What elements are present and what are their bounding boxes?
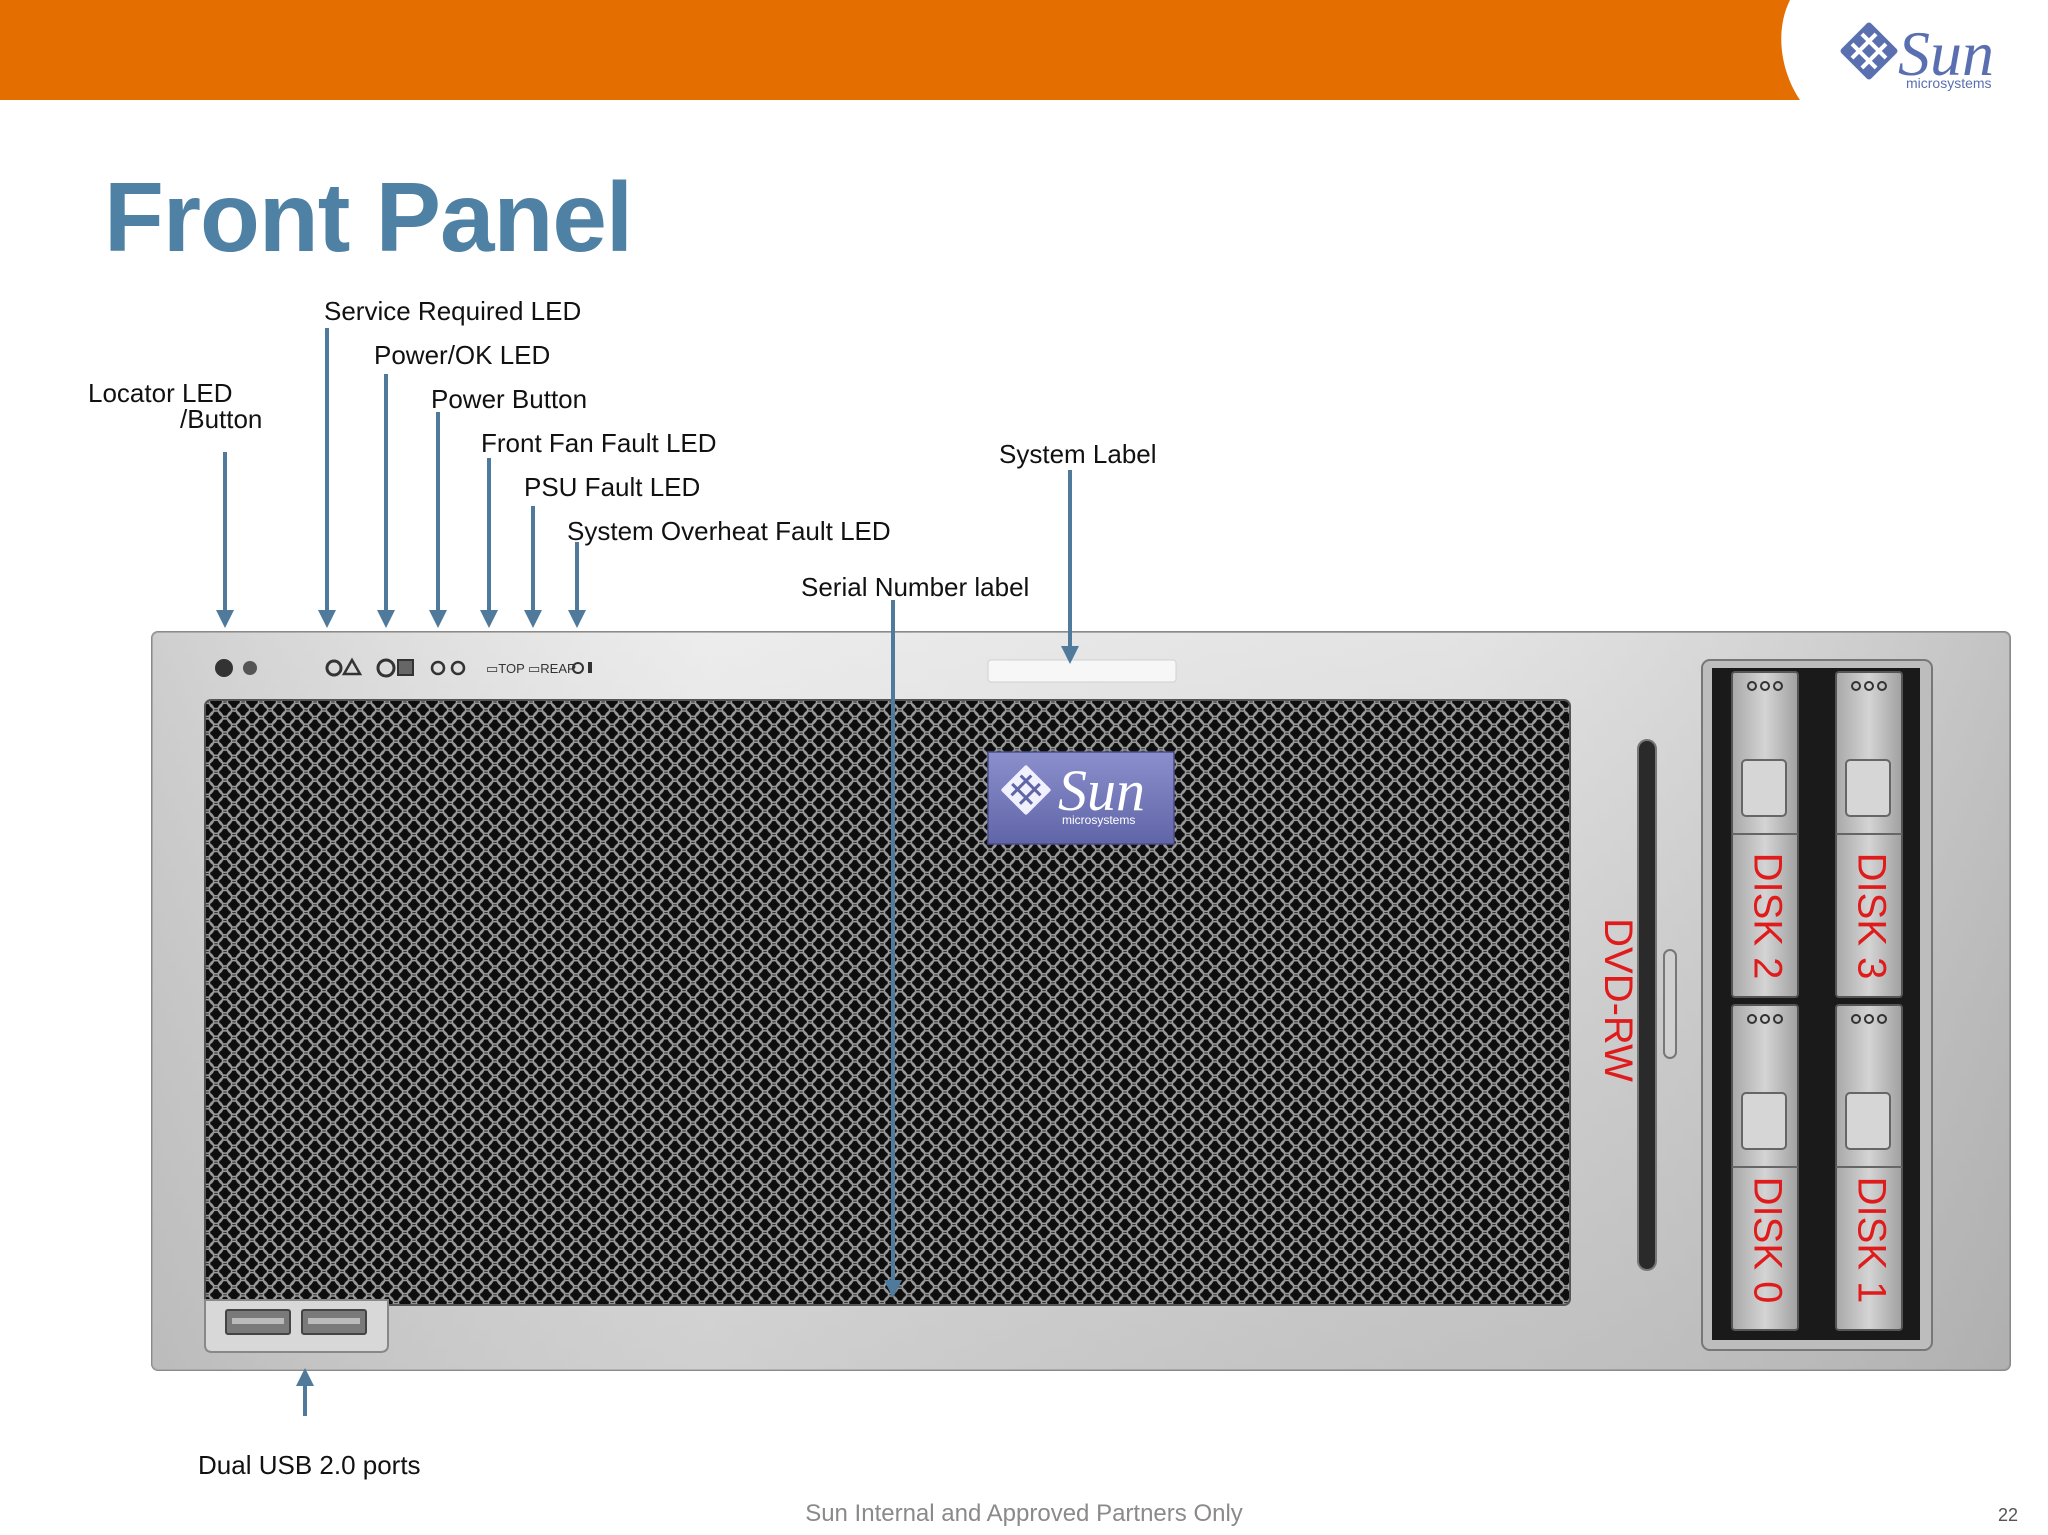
callout-locator-line1: Locator LED — [88, 378, 233, 408]
top-banner — [0, 0, 1800, 100]
disk-1-label: DISK 1 — [1849, 1176, 1894, 1304]
psu-fault-led-icon: ▭REAR — [528, 661, 576, 676]
badge-wordmark: Sun — [1058, 758, 1145, 823]
sun-badge — [987, 751, 1175, 845]
front-grille — [204, 699, 1571, 1306]
callout-system-overheat: System Overheat Fault LED — [567, 516, 891, 546]
callout-service-required: Service Required LED — [324, 296, 582, 326]
sun-logo: Sun microsystems — [1838, 18, 2018, 98]
power-ok-icon — [397, 659, 414, 676]
page-number: 22 — [1997, 1505, 2018, 1525]
disk-3-label: DISK 3 — [1849, 852, 1894, 980]
overheat-led-icon — [572, 662, 584, 674]
badge-subtitle: microsystems — [1062, 813, 1136, 827]
usb-port-recess — [204, 1299, 389, 1353]
callout-power-ok: Power/OK LED — [374, 340, 551, 370]
dvd-rw-label: DVD-RW — [1595, 918, 1640, 1082]
locator-led — [215, 659, 233, 677]
locator-button — [243, 661, 257, 675]
callout-locator-line2: /Button — [180, 404, 263, 434]
callout-power-button: Power Button — [431, 384, 588, 414]
callout-serial-number: Serial Number label — [801, 572, 1030, 602]
sun-logo-wordmark: Sun — [1898, 18, 1994, 89]
fan-fault-led-icon: ▭TOP — [486, 661, 525, 676]
disk-0-label: DISK 0 — [1745, 1176, 1790, 1304]
callout-usb-ports: Dual USB 2.0 ports — [198, 1450, 421, 1480]
slide-title: Front Panel — [104, 162, 633, 272]
callout-psu-fault: PSU Fault LED — [524, 472, 701, 502]
service-required-icon — [341, 657, 363, 676]
front-led-panel: ▭TOP ▭REAR — [215, 657, 592, 678]
power-button-icon — [450, 660, 466, 676]
callout-front-fan-fault: Front Fan Fault LED — [481, 428, 717, 458]
sun-logo-subtitle: microsystems — [1906, 75, 1992, 91]
service-required-led — [325, 659, 343, 677]
disk-2-label: DISK 2 — [1745, 852, 1790, 980]
disk-bay-cage — [1701, 659, 1933, 1351]
sun-logo-icon — [1840, 22, 1898, 80]
power-ok-led — [376, 658, 396, 678]
callout-arrows — [216, 328, 1079, 1416]
power-button — [430, 660, 446, 676]
dvd-drive — [1637, 739, 1677, 1271]
callout-system-label: System Label — [999, 439, 1157, 469]
system-label-placard — [987, 659, 1177, 683]
footer-text: Sun Internal and Approved Partners Only — [805, 1500, 1243, 1527]
